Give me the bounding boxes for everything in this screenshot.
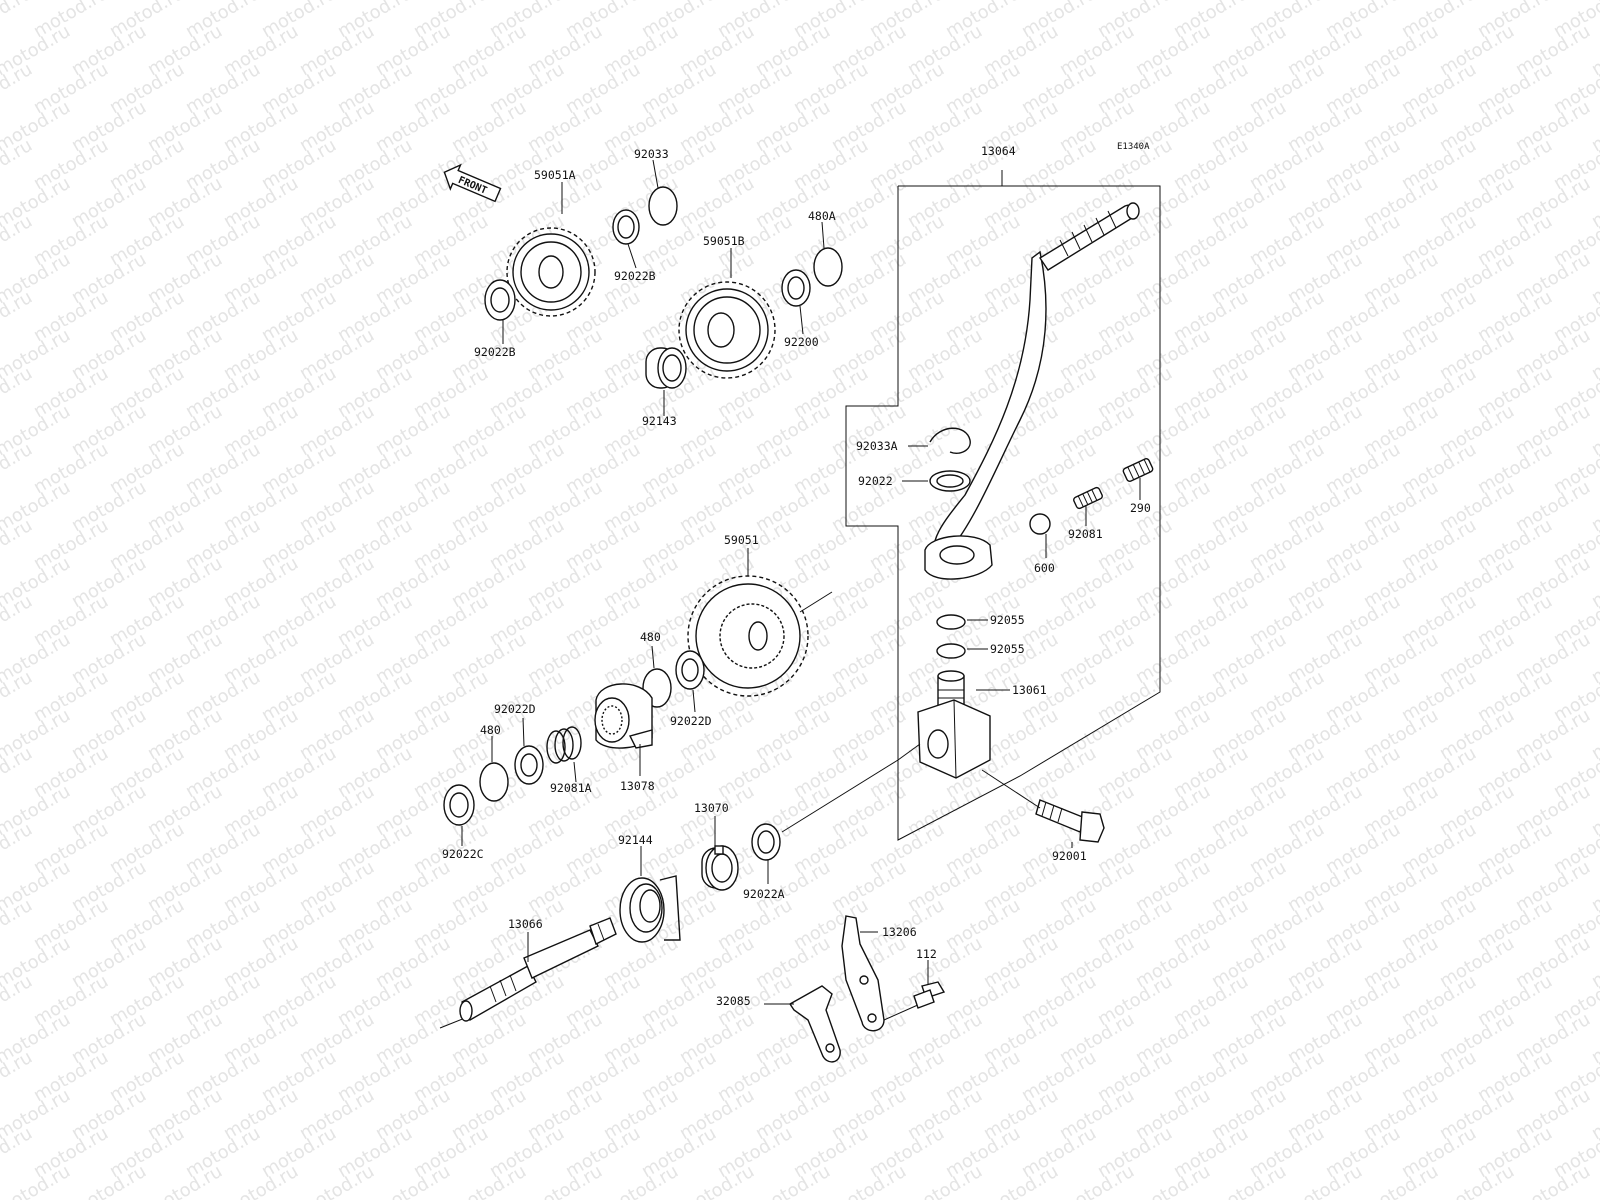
- washer-92022D-right: [675, 650, 705, 690]
- label-92200: 92200: [784, 335, 819, 349]
- label-92033: 92033: [634, 147, 669, 161]
- ball-600: [1029, 513, 1051, 535]
- label-92055-a: 92055: [990, 613, 1025, 627]
- label-59051B: 59051B: [703, 234, 745, 248]
- circlip-480A: [813, 247, 843, 287]
- oring-92055-a: [936, 614, 966, 630]
- circlip-480-lower: [479, 762, 509, 802]
- label-92022D-right: 92022D: [670, 714, 712, 728]
- washer-92022B-left: [484, 279, 516, 321]
- ring-92033: [648, 186, 678, 226]
- label-92022B-top: 92022B: [614, 269, 656, 283]
- label-92081A: 92081A: [550, 781, 592, 795]
- label-92022D-upper: 92022D: [494, 702, 536, 716]
- label-59051A: 59051A: [534, 168, 576, 182]
- label-92033A: 92033A: [856, 439, 898, 453]
- washer-92200: [781, 269, 811, 307]
- label-480A: 480A: [808, 209, 836, 223]
- label-59051: 59051: [724, 533, 759, 547]
- label-32085: 32085: [716, 994, 751, 1008]
- washer-92022A: [751, 823, 781, 861]
- washer-92022B-upper: [612, 209, 640, 245]
- label-600: 600: [1034, 561, 1055, 575]
- label-480-lower: 480: [480, 723, 501, 737]
- oring-92055-b: [936, 643, 966, 659]
- label-92022C: 92022C: [442, 847, 484, 861]
- label-13070: 13070: [694, 801, 729, 815]
- label-92055-b: 92055: [990, 642, 1025, 656]
- label-92022: 92022: [858, 474, 893, 488]
- label-13078: 13078: [620, 779, 655, 793]
- label-92081: 92081: [1068, 527, 1103, 541]
- label-112: 112: [916, 947, 937, 961]
- label-480-upper: 480: [640, 630, 661, 644]
- guide-13070: [701, 845, 739, 891]
- washer-92022C: [443, 784, 475, 826]
- ratchet-13078: [594, 683, 653, 749]
- label-92144: 92144: [618, 833, 653, 847]
- washer-92022D-upper: [514, 745, 544, 785]
- label-13061: 13061: [1012, 683, 1047, 697]
- watermark-text: motod.ru: [0, 0, 36, 42]
- label-92143: 92143: [642, 414, 677, 428]
- collar-92143: [645, 347, 687, 389]
- label-290: 290: [1130, 501, 1151, 515]
- label-13066: 13066: [508, 917, 543, 931]
- label-92022A: 92022A: [743, 887, 785, 901]
- label-13206: 13206: [882, 925, 917, 939]
- washer-92022: [929, 470, 971, 492]
- label-92022B-left: 92022B: [474, 345, 516, 359]
- label-13064: 13064: [981, 144, 1016, 158]
- label-92001: 92001: [1052, 849, 1087, 863]
- diagram-code: E1340A: [1117, 142, 1150, 152]
